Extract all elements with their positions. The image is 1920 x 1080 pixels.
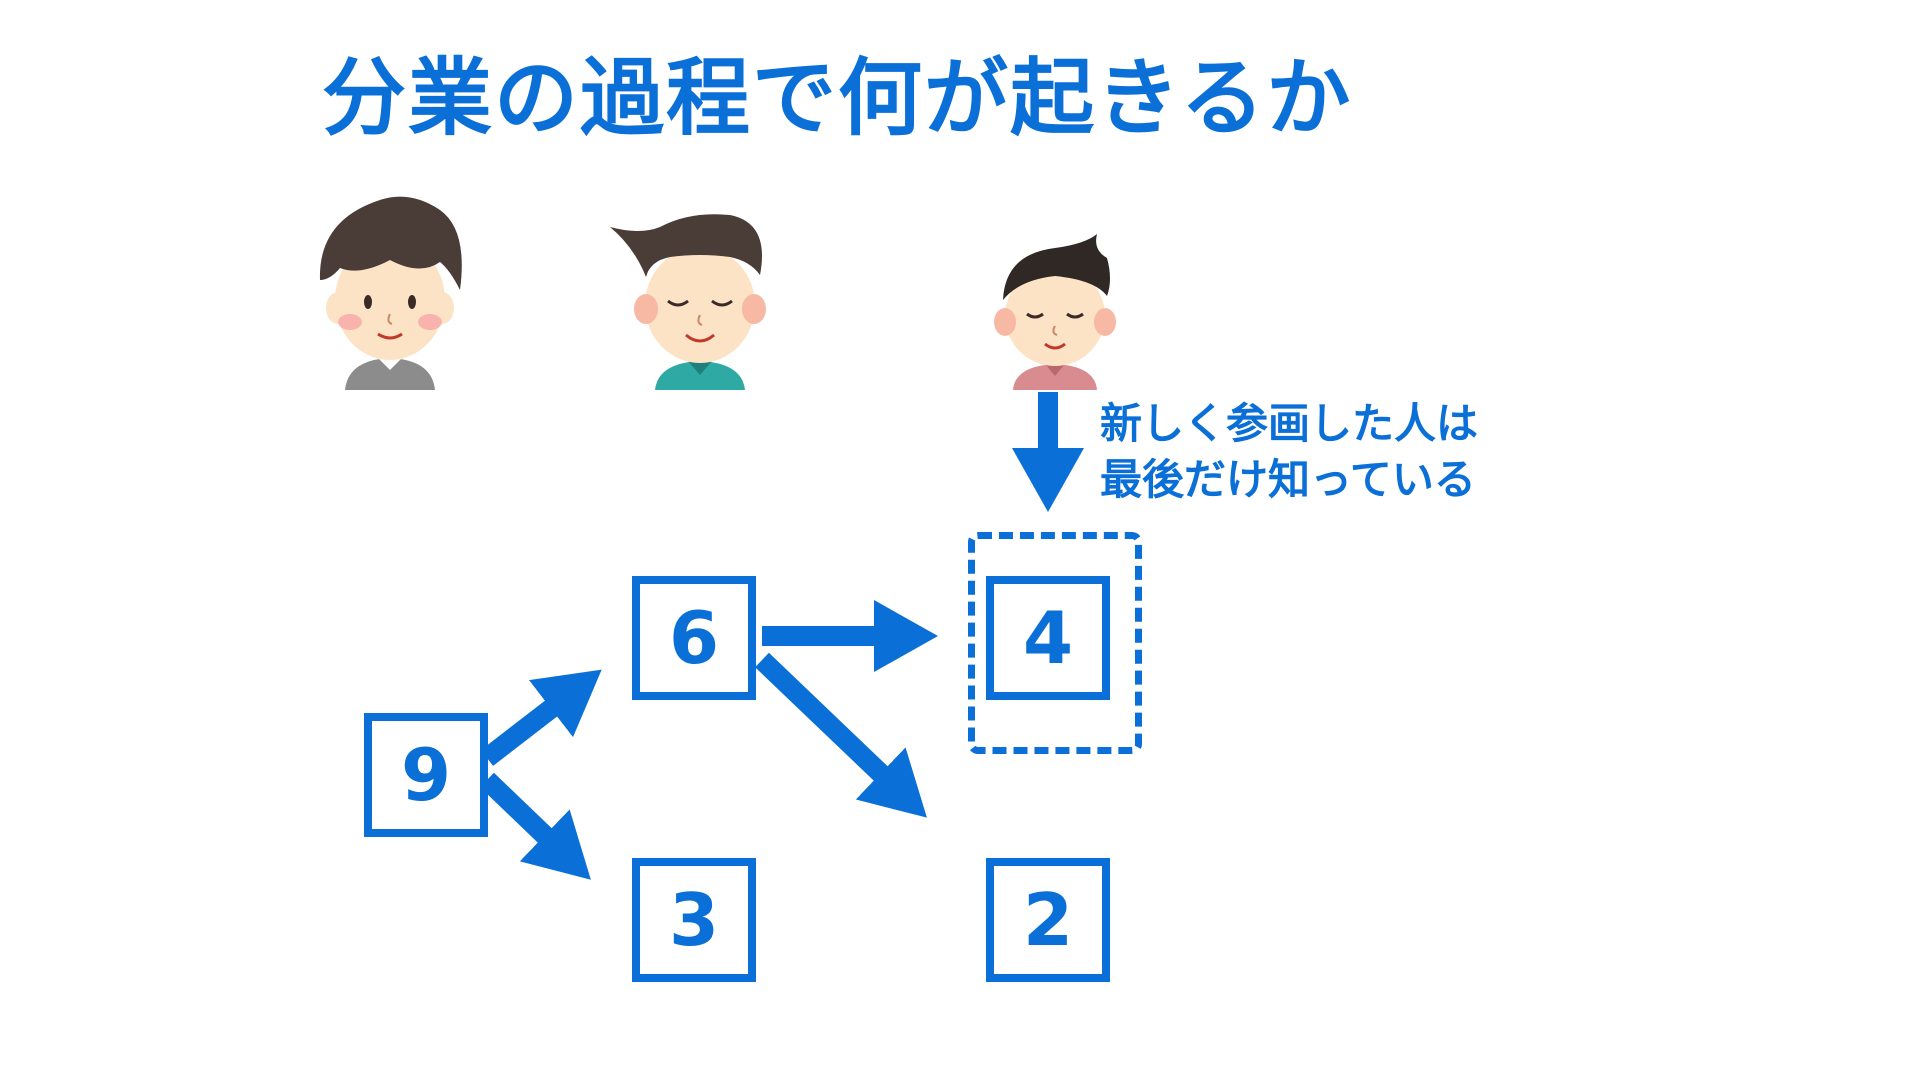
slide-title: 分業の過程で何が起きるか [322,49,1353,147]
node-2: 2 [986,858,1110,982]
person-right-avatar [994,234,1116,390]
note-line-1: 新しく参画した人は [1100,399,1479,448]
edge-6-to-2 [755,652,927,818]
new-member-scope-highlight [968,532,1142,754]
note-line-2: 最後だけ知っている [1100,455,1476,504]
edge-9-to-3 [480,772,591,880]
node-9: 9 [364,713,488,837]
node-3: 3 [632,858,756,982]
node-6: 6 [632,576,756,700]
node-4: 4 [986,576,1110,700]
edge-9-to-6 [480,669,602,766]
new-member-note: 新しく参画した人は 最後だけ知っている [1100,396,1478,508]
person-middle-avatar [610,214,766,390]
person-left-avatar [319,196,462,390]
